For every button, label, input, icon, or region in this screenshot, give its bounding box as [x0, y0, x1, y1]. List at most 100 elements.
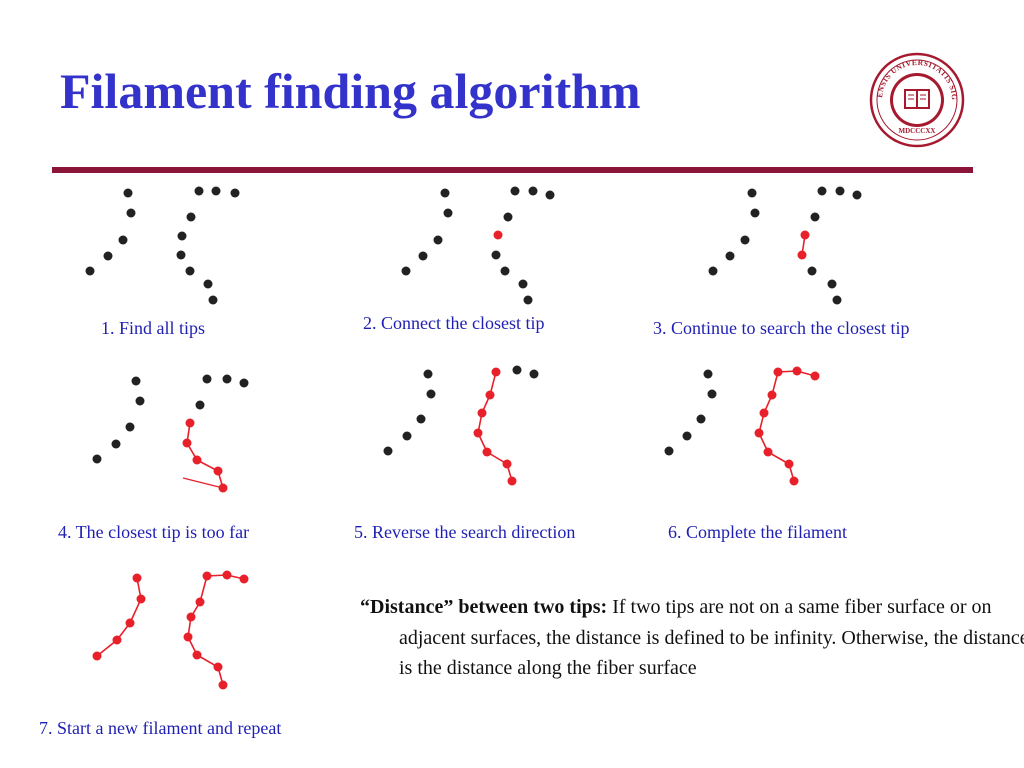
tip-node: [832, 295, 842, 305]
filament-node: [136, 594, 146, 604]
filament-node: [183, 632, 193, 642]
tip-node: [195, 400, 205, 410]
diagram-panel-1: [85, 186, 240, 305]
diagram-panel-2: [401, 186, 555, 305]
tip-node: [500, 266, 510, 276]
filament-node: [789, 476, 799, 486]
tip-node: [131, 376, 141, 386]
filament-node: [239, 574, 249, 584]
tip-node: [194, 186, 204, 196]
filament-node: [192, 650, 202, 660]
filament-node: [192, 455, 202, 465]
diagram-panel-5: [383, 365, 539, 486]
filament-node: [502, 459, 512, 469]
filament-node: [112, 635, 122, 645]
tip-node: [126, 208, 136, 218]
diagram-panel-4: [92, 374, 249, 493]
search-probe-line: [182, 477, 224, 489]
tip-node: [135, 396, 145, 406]
filament-node: [473, 428, 483, 438]
caption-7: 7. Start a new filament and repeat: [39, 718, 282, 738]
tip-node: [125, 422, 135, 432]
filament-node: [485, 390, 495, 400]
filament-node: [763, 447, 773, 457]
tip-node: [528, 186, 538, 196]
filament-link: [186, 422, 224, 489]
filament-node: [773, 367, 783, 377]
tip-node: [529, 369, 539, 379]
filament-node: [493, 230, 503, 240]
tip-node: [510, 186, 520, 196]
tip-node: [545, 190, 555, 200]
tip-node: [85, 266, 95, 276]
tip-node: [208, 295, 218, 305]
filament-node: [792, 366, 802, 376]
tip-node: [747, 188, 757, 198]
tip-node: [852, 190, 862, 200]
diagram-panel-7: [92, 570, 249, 690]
filament-link: [96, 577, 142, 657]
filament-node: [186, 612, 196, 622]
filament-node: [810, 371, 820, 381]
note-body: If two tips are not on a same fiber surf…: [399, 596, 1024, 679]
filament-node: [754, 428, 764, 438]
tip-node: [203, 279, 213, 289]
tip-node: [418, 251, 428, 261]
tip-node: [111, 439, 121, 449]
filament-node: [759, 408, 769, 418]
tip-node: [810, 212, 820, 222]
tip-node: [176, 250, 186, 260]
filament-node: [218, 483, 228, 493]
tip-node: [725, 251, 735, 261]
tip-node: [426, 389, 436, 399]
filament-node: [218, 680, 228, 690]
tip-node: [827, 279, 837, 289]
tip-node: [750, 208, 760, 218]
tip-node: [518, 279, 528, 289]
tip-node: [682, 431, 692, 441]
tip-node: [443, 208, 453, 218]
filament-node: [507, 476, 517, 486]
tip-node: [807, 266, 817, 276]
tip-node: [503, 212, 513, 222]
filament-node: [222, 570, 232, 580]
filament-node: [767, 390, 777, 400]
tip-node: [239, 378, 249, 388]
caption-4: 4. The closest tip is too far: [58, 522, 250, 542]
filament-node: [213, 466, 223, 476]
filament-node: [213, 662, 223, 672]
filament-node: [482, 447, 492, 457]
tip-node: [416, 414, 426, 424]
tip-node: [433, 235, 443, 245]
tip-node: [740, 235, 750, 245]
filament-node: [132, 573, 142, 583]
tip-node: [707, 389, 717, 399]
tip-node: [523, 295, 533, 305]
tip-node: [383, 446, 393, 456]
tip-node: [92, 454, 102, 464]
seal-text-bottom: MDCCCXX: [899, 127, 936, 135]
tip-node: [230, 188, 240, 198]
filament-node: [491, 367, 501, 377]
title-divider: [52, 167, 973, 173]
university-seal-logo: INDIANENSIS UNIVERSITATIS SIGILLUM MDCCC…: [869, 52, 965, 148]
tip-node: [696, 414, 706, 424]
note-term: “Distance” between two tips:: [360, 596, 608, 618]
tip-node: [185, 266, 195, 276]
slide-title: Filament finding algorithm: [60, 63, 641, 119]
tip-node: [708, 266, 718, 276]
tip-node: [401, 266, 411, 276]
diagram-panel-6: [664, 366, 820, 486]
tip-node: [440, 188, 450, 198]
caption-6: 6. Complete the filament: [668, 522, 847, 542]
tip-node: [512, 365, 522, 375]
tip-node: [118, 235, 128, 245]
filament-node: [800, 230, 810, 240]
filament-node: [92, 651, 102, 661]
filament-node: [185, 418, 195, 428]
tip-node: [103, 251, 113, 261]
tip-node: [211, 186, 221, 196]
distance-definition-note: “Distance” between two tips: If two tips…: [360, 592, 1024, 684]
caption-3: 3. Continue to search the closest tip: [653, 318, 910, 338]
caption-2: 2. Connect the closest tip: [363, 313, 545, 333]
